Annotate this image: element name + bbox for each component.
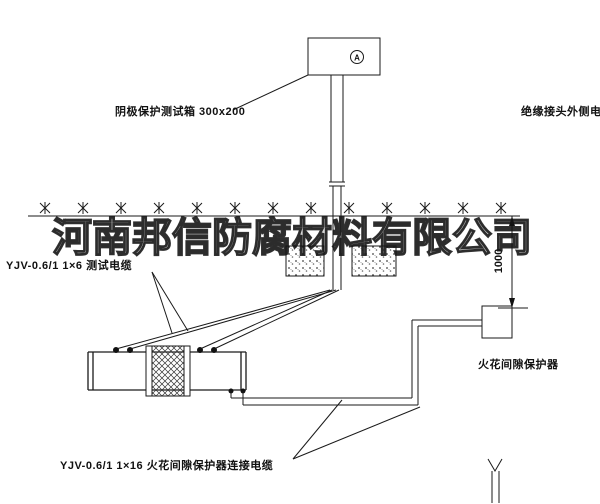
label-outer-cable: 绝缘接头外侧电缆 [521, 106, 600, 118]
insulating-joint [145, 345, 191, 397]
ammeter-symbol [350, 50, 364, 64]
spark-gap-protector [412, 305, 513, 339]
concrete-blocks [285, 245, 397, 277]
label-test-cable: YJV-0.6/1 1×6 测试电缆 [6, 260, 133, 272]
label-test-box: 阴极保护测试箱 300x200 [115, 106, 246, 118]
test-cable-leader-lines [151, 271, 189, 334]
label-spark-gap-protector: 火花间隙保护器 [478, 359, 559, 371]
test-box [307, 37, 381, 76]
test-cables [115, 289, 340, 350]
test-box-leader-line [232, 74, 309, 111]
section-marker [487, 458, 503, 503]
bottom-cable-leader-lines [292, 399, 421, 460]
protector-connection-cables [230, 320, 419, 406]
ammeter-letter: A [354, 54, 360, 63]
label-bottom-cable: YJV-0.6/1 1×16 火花间隙保护器连接电缆 [60, 460, 274, 472]
riser-conduit [329, 75, 345, 290]
company-watermark: 河南邦信防腐材料有限公司 [51, 214, 533, 261]
dimension-line-1000 [498, 216, 528, 309]
